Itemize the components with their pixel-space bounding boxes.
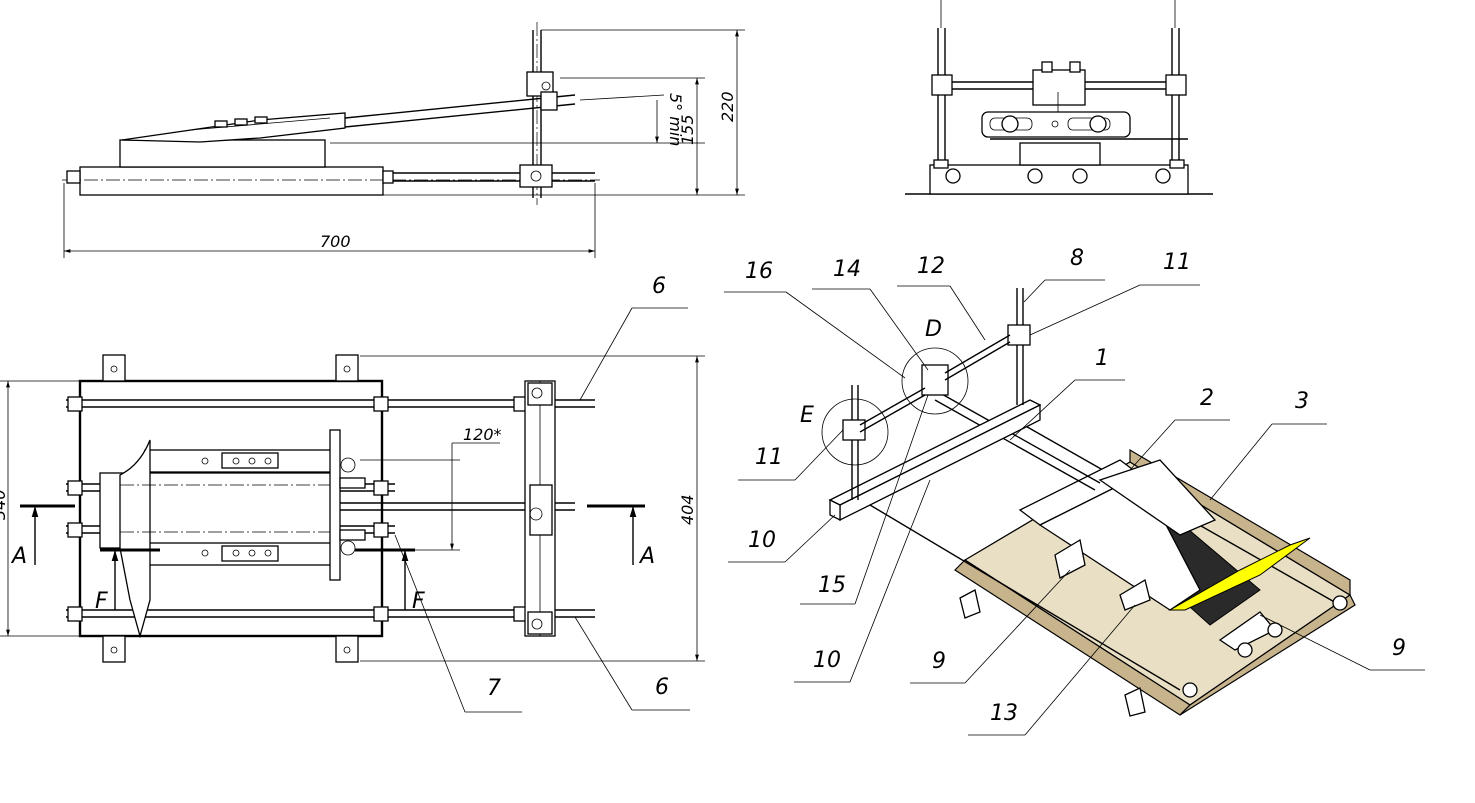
callout-2: 2 [1200, 386, 1214, 411]
callout-16: 16 [745, 259, 773, 284]
callout-11-left: 11 [755, 445, 783, 470]
side-view: 700 220 155 5° min [62, 22, 745, 258]
section-mark-f-left: F [95, 589, 108, 614]
section-mark-a-left: A [10, 544, 27, 569]
callout-13: 13 [990, 701, 1018, 726]
detail-mark-d: D [925, 317, 942, 342]
callout-11-right: 11 [1163, 250, 1191, 275]
top-view: 120* 404 340 A A F F 6 6 7 [0, 274, 705, 713]
callout-14: 14 [833, 257, 861, 282]
callout-9-left: 9 [932, 649, 946, 674]
section-mark-f-right: F [412, 589, 425, 614]
dim-angle-note: 5° min [666, 93, 685, 146]
callout-9-right: 9 [1392, 636, 1406, 661]
callout-6-bottom: 6 [655, 675, 669, 700]
callout-7: 7 [487, 676, 501, 701]
section-mark-a-right: A [638, 544, 655, 569]
callout-3: 3 [1295, 389, 1309, 414]
callout-6-top: 6 [652, 274, 666, 299]
callout-10-left: 10 [748, 528, 776, 553]
dim-spacing: 120* [463, 425, 502, 444]
callout-10-bottom: 10 [813, 648, 841, 673]
isometric-view: D E 16 14 12 8 11 11 1 2 3 10 10 [724, 246, 1425, 736]
callout-15: 15 [818, 573, 846, 598]
callout-8: 8 [1070, 246, 1084, 271]
dim-overall-width: 404 [678, 494, 697, 525]
dim-base-width: 340 [0, 489, 9, 520]
detail-mark-e: E [800, 403, 814, 428]
dim-angle-height: 155 [678, 114, 697, 145]
dim-overall-length: 700 [320, 232, 351, 251]
callout-12: 12 [917, 254, 945, 279]
dim-frame-height: 220 [718, 91, 737, 122]
front-view [905, 0, 1213, 195]
callout-1: 1 [1095, 346, 1109, 371]
